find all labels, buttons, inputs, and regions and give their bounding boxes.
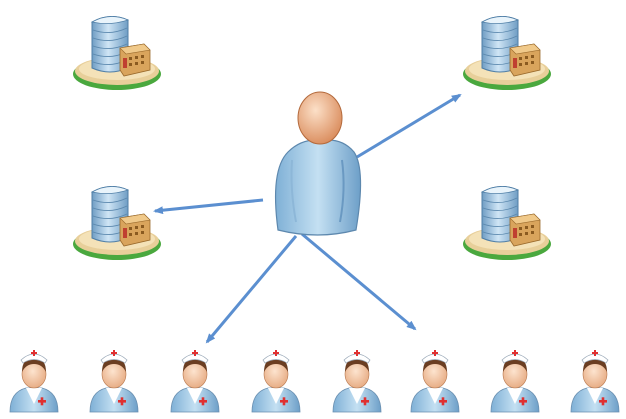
nurse-icon: [332, 349, 382, 413]
nurse-row: [9, 349, 620, 413]
nurse-icon: [89, 349, 139, 413]
hospital-building-icon: [72, 185, 162, 261]
nurse-icon: [570, 349, 620, 413]
nurse-icon: [490, 349, 540, 413]
hospital-building-icon: [462, 15, 552, 91]
connector-arrows: [153, 93, 462, 344]
nurse-icon: [170, 349, 220, 413]
arrow-to-building-mid-left: [153, 198, 264, 215]
nurse-icon: [9, 349, 59, 413]
arrow-to-nurse-3: [205, 235, 298, 344]
hospital-building-icon: [462, 185, 552, 261]
hospital-building-icon: [72, 15, 162, 91]
person-icon: [274, 91, 362, 236]
nurse-icon: [410, 349, 460, 413]
arrow-to-nurse-6: [301, 232, 417, 331]
nurse-icon: [251, 349, 301, 413]
arrow-to-building-top-right: [356, 93, 462, 159]
